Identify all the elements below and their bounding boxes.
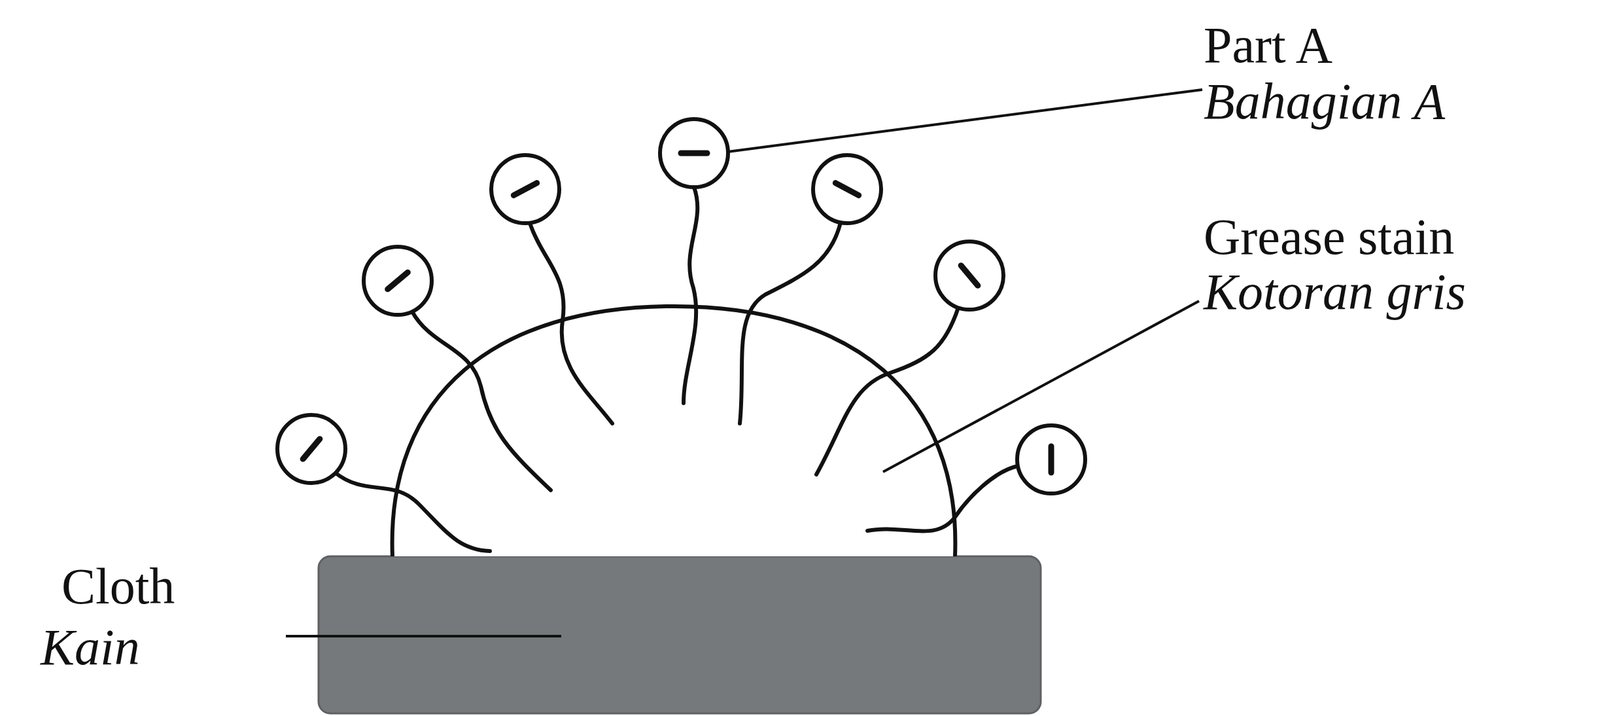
ion-head: [491, 155, 560, 224]
tail: [412, 311, 551, 490]
ion-head: [813, 155, 882, 224]
leader-line: [727, 89, 1203, 152]
tail: [683, 187, 698, 403]
minus-sign: [513, 183, 537, 196]
grease-stain: [392, 306, 956, 557]
minus-sign: [387, 272, 409, 290]
negative-charge-signs: [302, 153, 1052, 473]
part-label: Bahagian A: [1203, 73, 1445, 130]
minus-sign: [1048, 446, 1055, 473]
substance-label: Grease stain: [1203, 208, 1455, 265]
tail: [816, 307, 959, 475]
tail: [334, 472, 490, 551]
tail: [739, 222, 841, 424]
minus-sign: [680, 150, 708, 157]
leader-line: [285, 634, 562, 638]
tail: [529, 223, 613, 424]
material-label: Cloth: [61, 557, 175, 615]
minus-sign: [302, 438, 320, 460]
hydrophilic-heads: [277, 119, 1086, 494]
minus-sign: [835, 183, 859, 196]
ion-head: [1017, 425, 1086, 494]
minus-sign: [960, 265, 978, 286]
ion-head: [935, 241, 1004, 310]
leader-lines: [285, 89, 1203, 636]
tail: [867, 465, 1018, 532]
substance-label: Kotoran gris: [1203, 263, 1466, 320]
material-label: Kain: [40, 618, 140, 676]
ion-head: [660, 119, 729, 188]
hydrophobic-tails: [334, 187, 1018, 551]
ion-head: [277, 414, 346, 483]
ion-head: [363, 246, 432, 315]
part-label: Part A: [1203, 17, 1333, 74]
leader-line: [883, 300, 1200, 472]
